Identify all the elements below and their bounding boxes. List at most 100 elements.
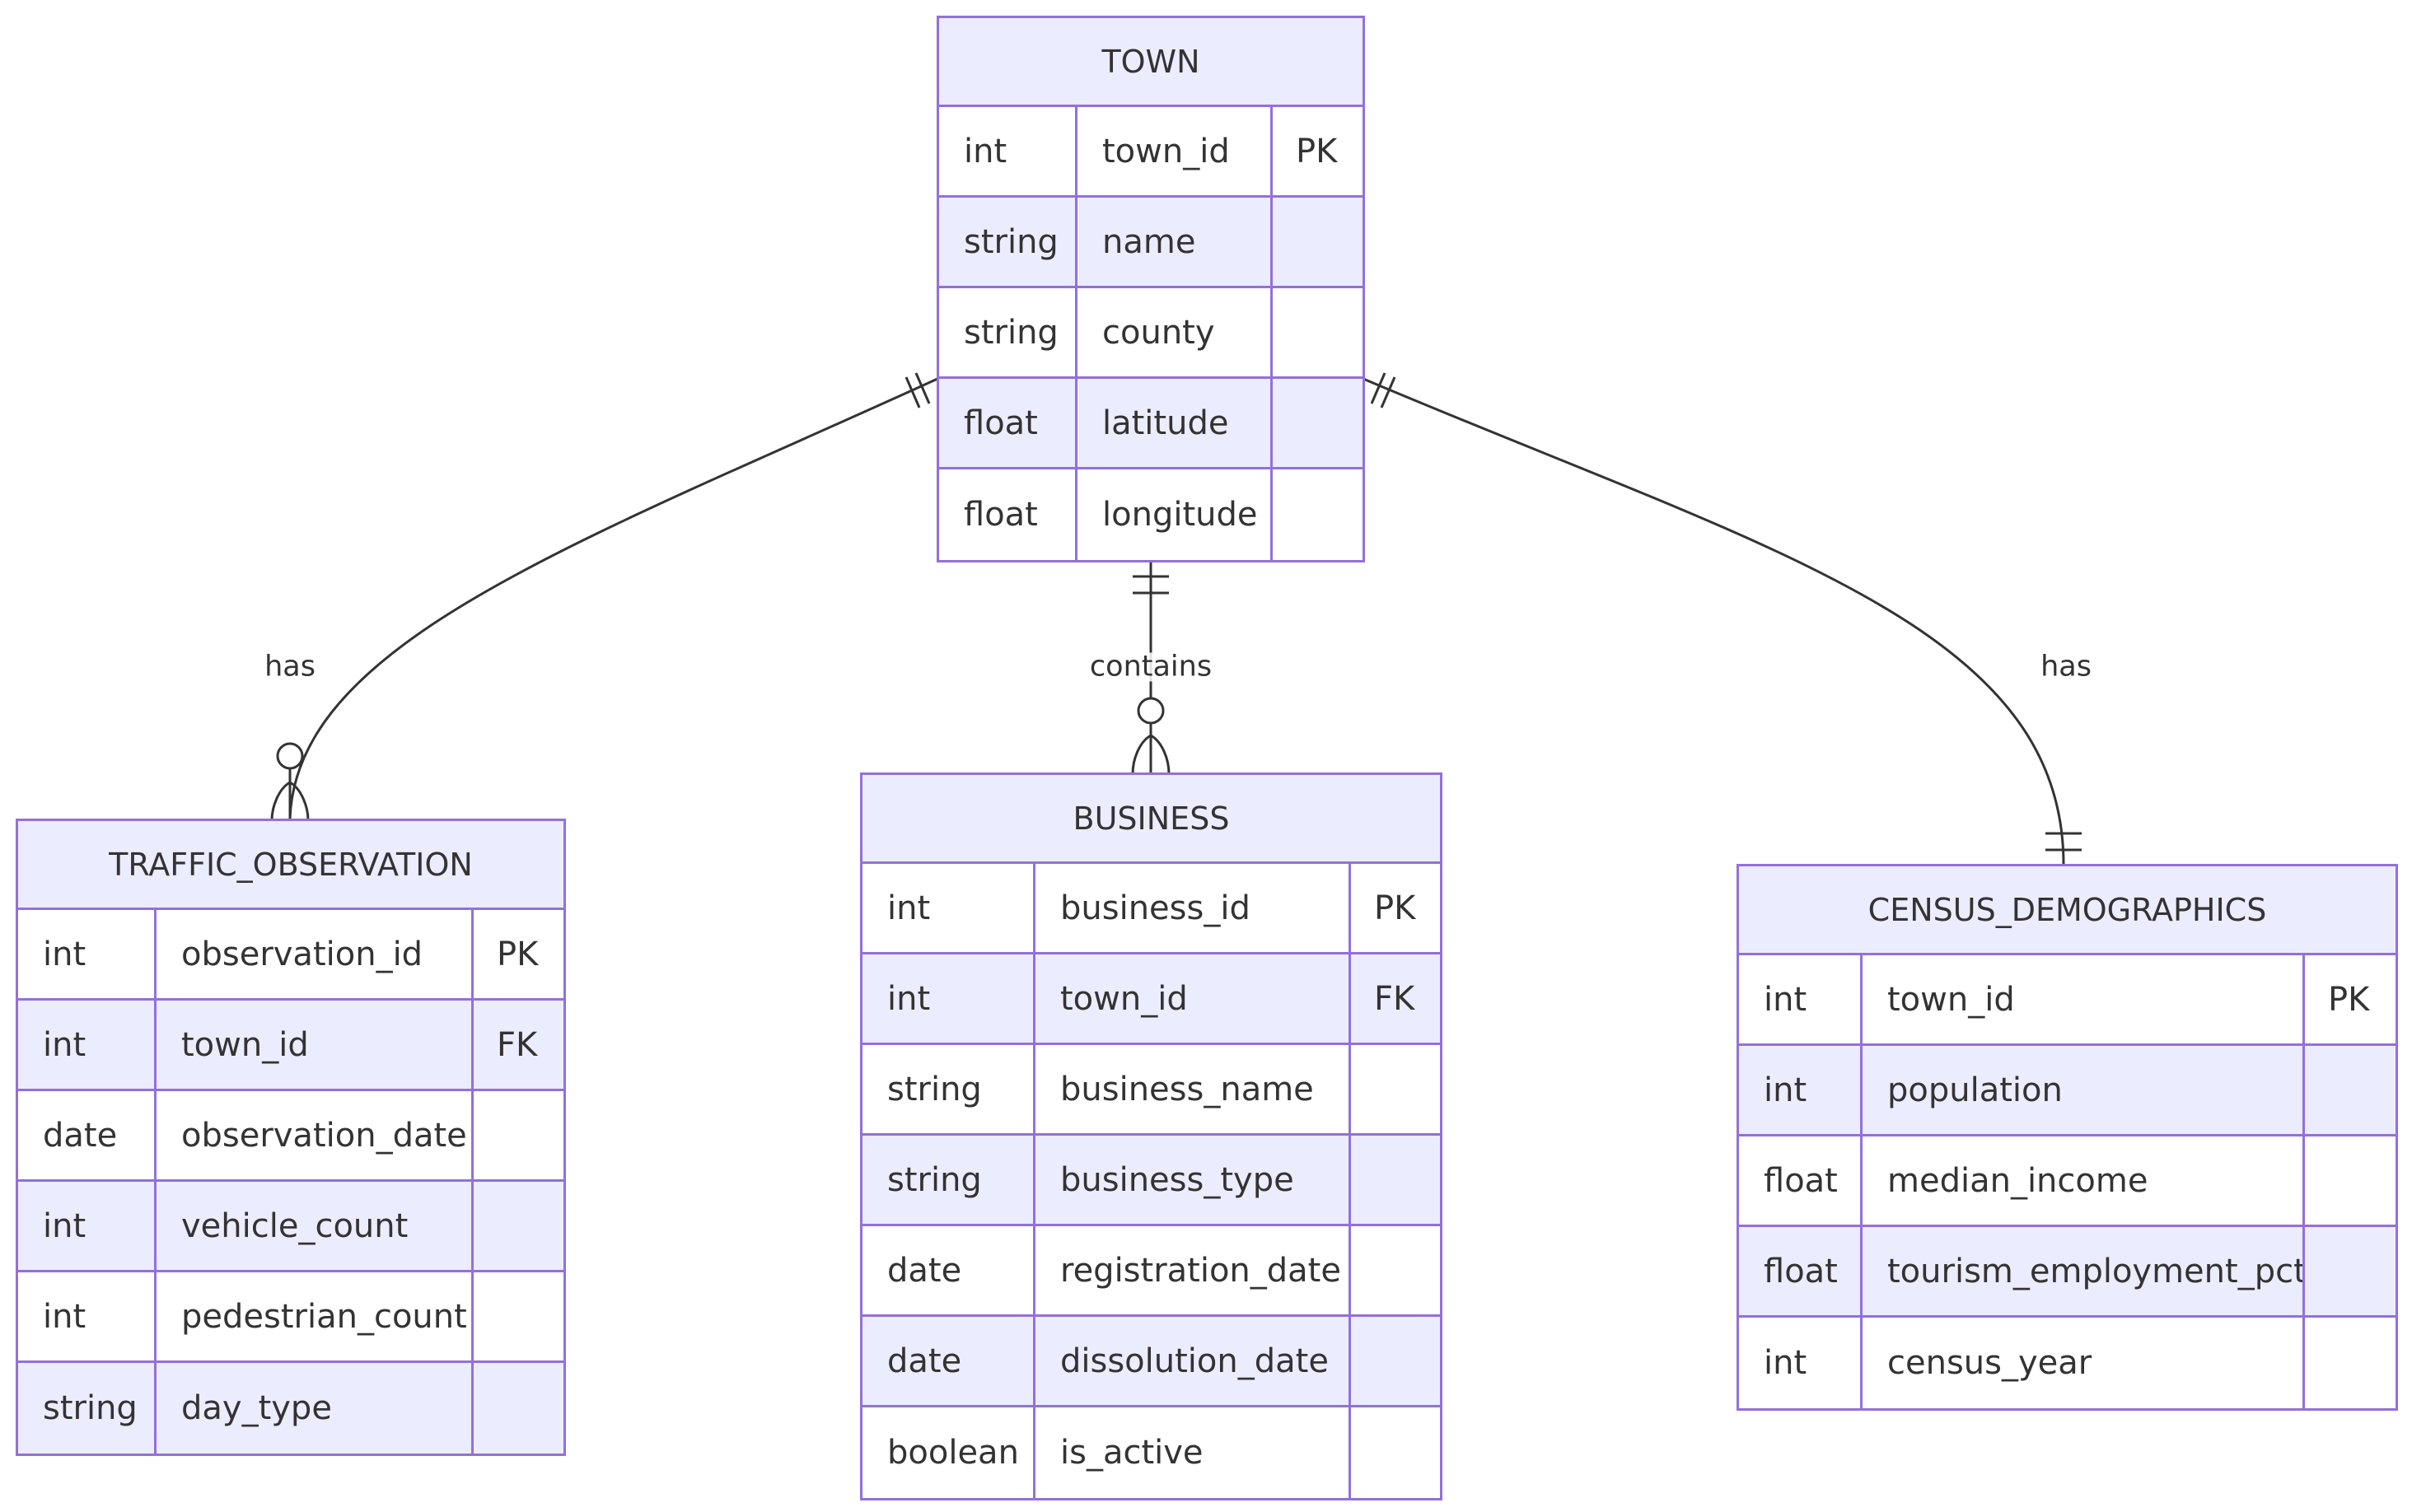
attribute-type: string: [862, 1045, 1035, 1133]
attribute-name: longitude: [1077, 469, 1273, 560]
attribute-name: town_id: [1035, 954, 1351, 1043]
attribute-key: [1351, 1136, 1440, 1224]
attribute-type: int: [18, 1272, 157, 1360]
attribute-key: [1351, 1226, 1440, 1314]
attribute-name: town_id: [157, 1001, 474, 1089]
attribute-key: [2305, 1227, 2396, 1315]
relationship-label-town-traffic: has: [264, 650, 316, 684]
relationship-label-town-business: contains: [1089, 650, 1213, 684]
attribute-type: float: [939, 469, 1077, 560]
attribute-key: [1273, 469, 1363, 560]
edge-town-census: [1363, 377, 2065, 866]
attribute-name: day_type: [157, 1363, 474, 1454]
attribute-name: dissolution_date: [1035, 1317, 1351, 1405]
entity-title: CENSUS_DEMOGRAPHICS: [1739, 866, 2396, 955]
attribute-key: [1351, 1045, 1440, 1133]
attribute-name: tourism_employment_pct: [1863, 1227, 2305, 1315]
attribute-name: pedestrian_count: [157, 1272, 474, 1360]
attribute-type: date: [862, 1226, 1035, 1314]
attribute-name: business_name: [1035, 1045, 1351, 1133]
cardinality-one-town-right: [1370, 372, 1396, 408]
attribute-type: int: [18, 1001, 157, 1089]
attribute-type: string: [939, 198, 1077, 286]
entity-title: TRAFFIC_OBSERVATION: [18, 821, 563, 910]
attribute-type: int: [18, 1182, 157, 1270]
attribute-key: [474, 1272, 563, 1360]
attribute-key: FK: [497, 1025, 538, 1064]
attribute-key: [474, 1182, 563, 1270]
attribute-name: median_income: [1863, 1136, 2305, 1225]
cardinality-one-town-left: [904, 372, 931, 408]
attribute-key: [474, 1363, 563, 1454]
attribute-name: census_year: [1863, 1318, 2305, 1408]
attribute-key: FK: [1374, 979, 1415, 1018]
attribute-type: float: [1739, 1136, 1863, 1225]
cardinality-many-traffic: [270, 742, 310, 821]
cardinality-one-town-bottom: [1133, 575, 1169, 595]
attribute-name: population: [1863, 1046, 2305, 1134]
attribute-key: [2305, 1046, 2396, 1134]
attribute-type: int: [18, 910, 157, 998]
attribute-key: PK: [2328, 980, 2370, 1019]
attribute-type: string: [862, 1136, 1035, 1224]
attribute-key: [474, 1091, 563, 1179]
attribute-type: float: [1739, 1227, 1863, 1315]
attribute-key: [1351, 1317, 1440, 1405]
attribute-type: float: [939, 379, 1077, 467]
attribute-name: town_id: [1863, 955, 2305, 1043]
cardinality-many-business: [1131, 697, 1171, 775]
attribute-type: int: [862, 954, 1035, 1043]
attribute-name: vehicle_count: [157, 1182, 474, 1270]
attribute-name: is_active: [1035, 1407, 1351, 1498]
attribute-key: [1273, 379, 1363, 467]
attribute-type: int: [939, 107, 1077, 195]
attribute-key: [1273, 198, 1363, 286]
attribute-key: PK: [497, 935, 539, 973]
relationship-label-town-census: has: [2040, 650, 2092, 684]
attribute-key: [1273, 288, 1363, 376]
attribute-name: observation_date: [157, 1091, 474, 1179]
attribute-key: [2305, 1136, 2396, 1225]
cardinality-one-census: [2045, 832, 2082, 852]
attribute-name: town_id: [1077, 107, 1273, 195]
attribute-name: observation_id: [157, 910, 474, 998]
attribute-type: string: [939, 288, 1077, 376]
attribute-type: int: [1739, 1046, 1863, 1134]
attribute-name: name: [1077, 198, 1273, 286]
attribute-type: int: [1739, 1318, 1863, 1408]
edge-town-traffic: [288, 377, 938, 819]
attribute-key: [1351, 1407, 1440, 1498]
attribute-type: date: [862, 1317, 1035, 1405]
attribute-key: PK: [1296, 132, 1338, 170]
attribute-name: latitude: [1077, 379, 1273, 467]
attribute-type: int: [862, 864, 1035, 952]
attribute-type: string: [18, 1363, 157, 1454]
attribute-key: [2305, 1318, 2396, 1408]
attribute-key: PK: [1374, 889, 1416, 927]
attribute-name: business_type: [1035, 1136, 1351, 1224]
